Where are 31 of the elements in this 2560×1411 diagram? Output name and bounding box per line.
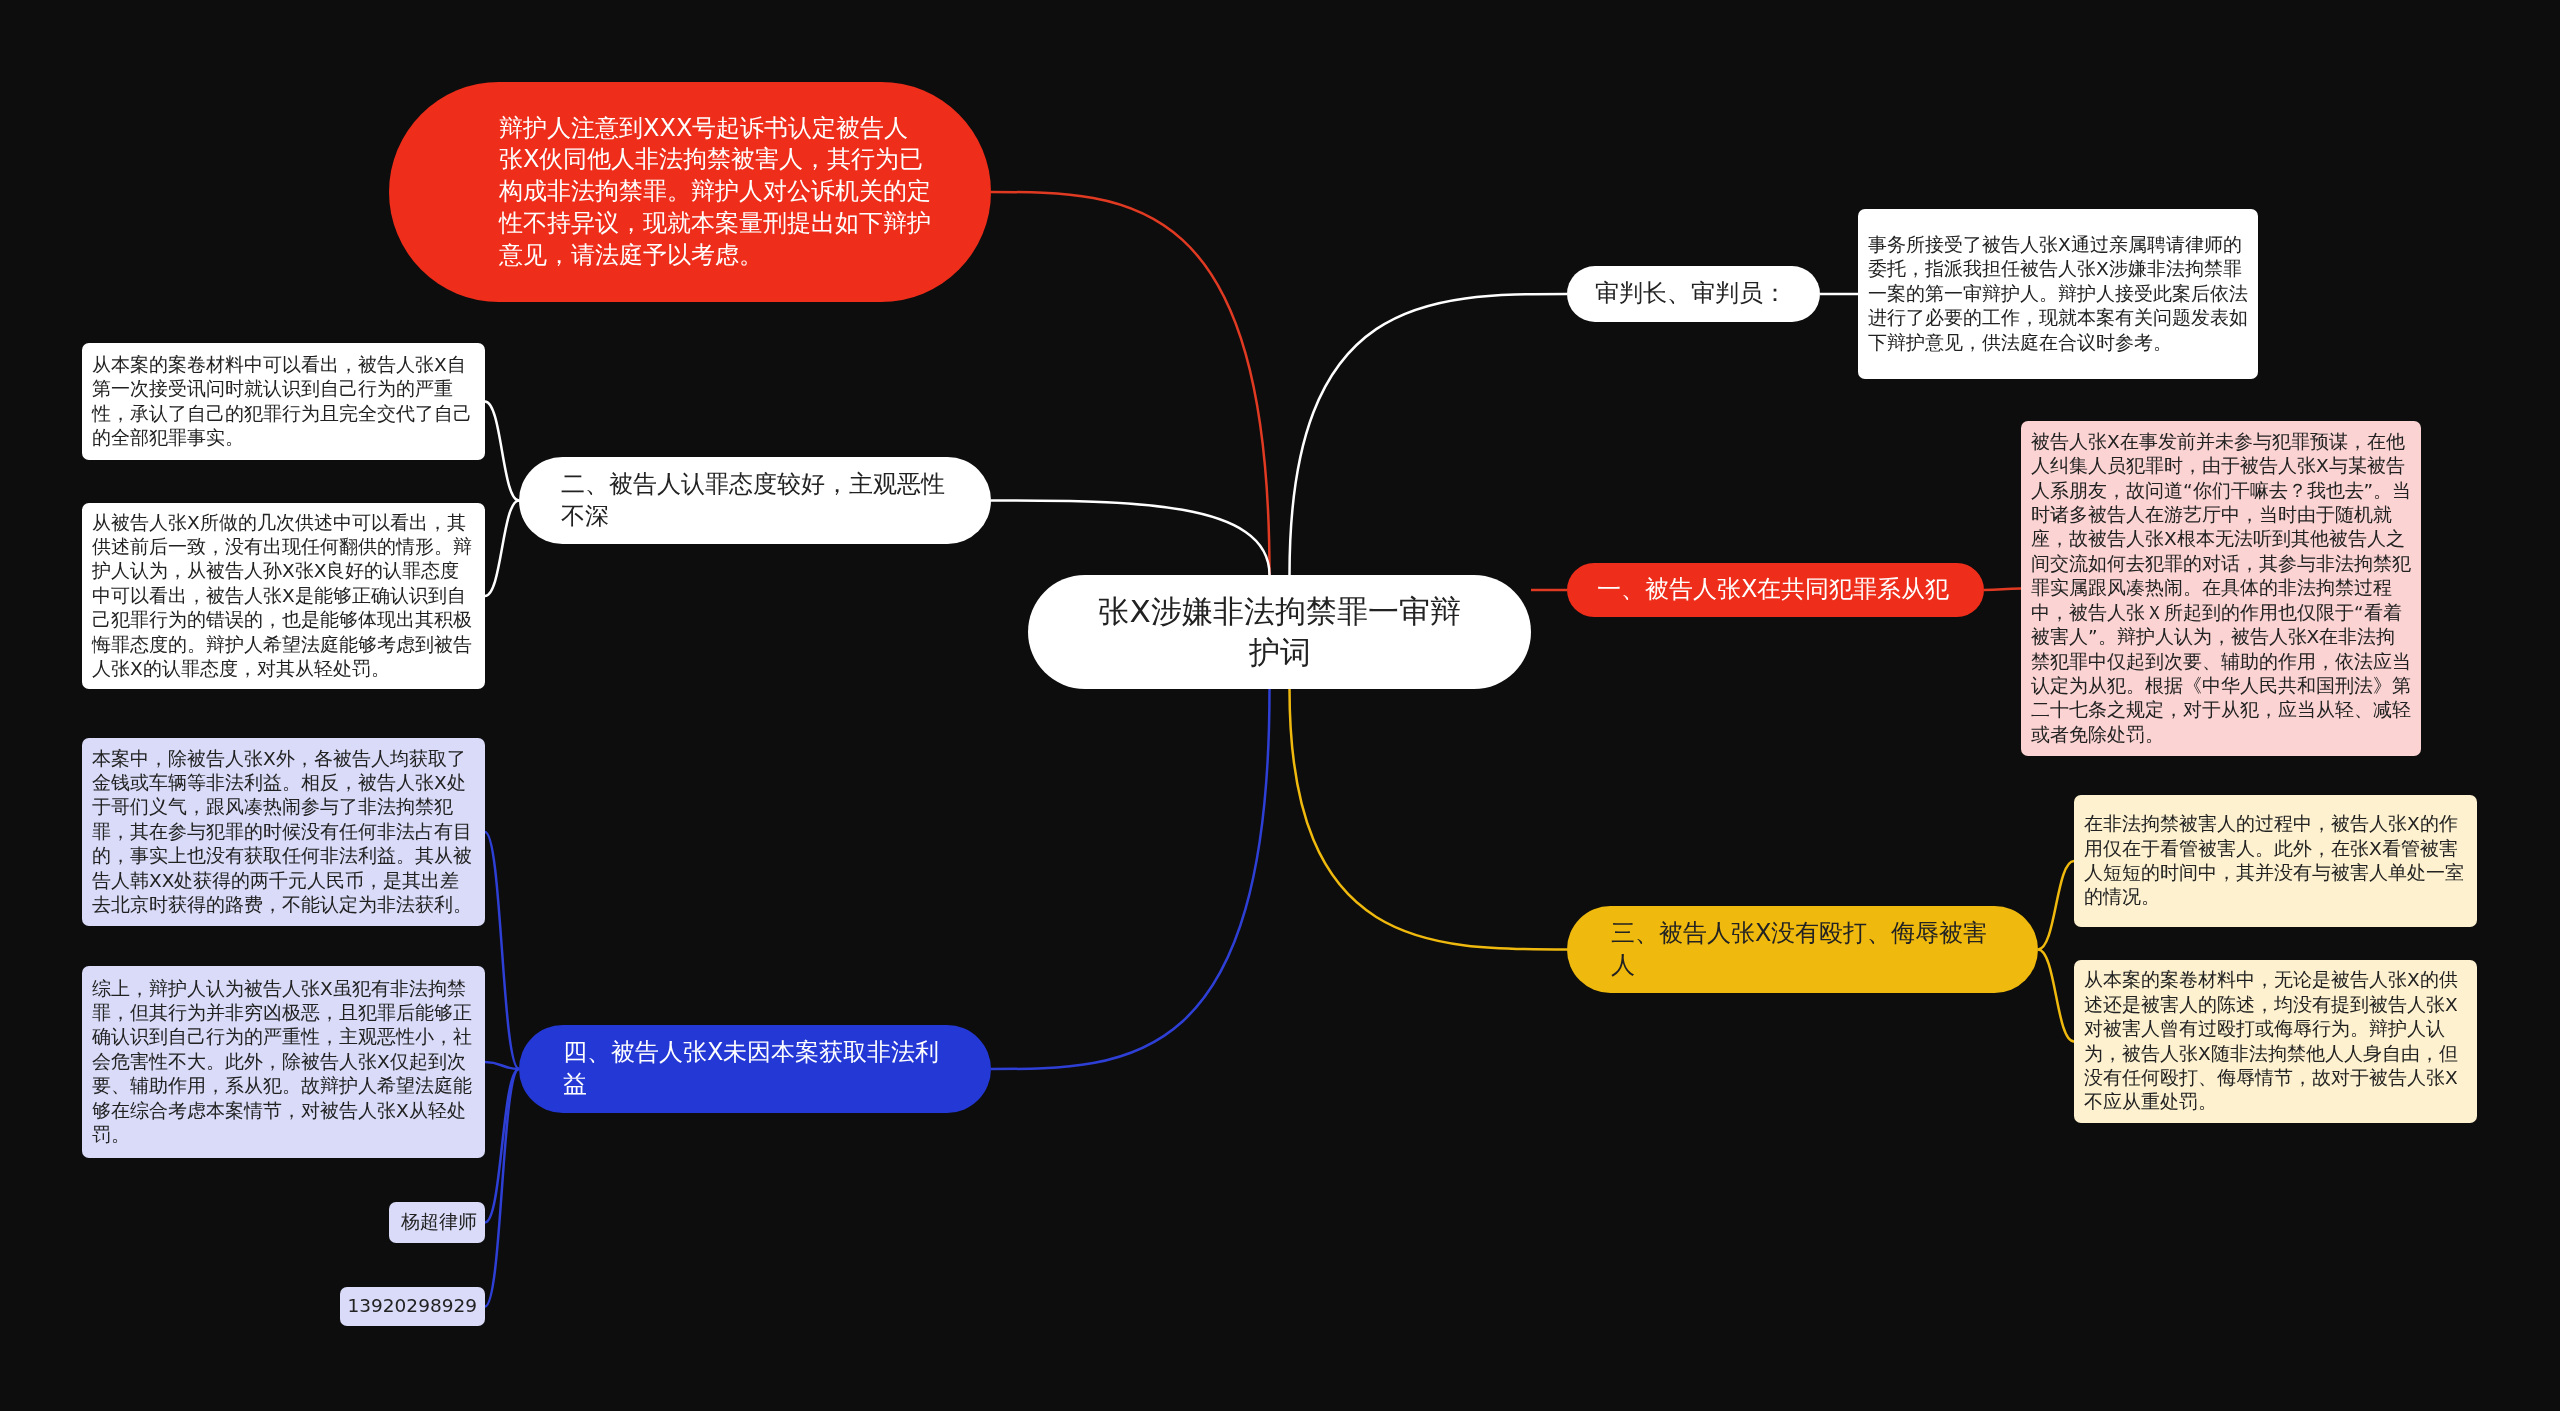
note-box: 事务所接受了被告人张X通过亲属聘请律师的委托，指派我担任被告人张X涉嫌非法拘禁罪一案的第一审辩护人。辩护人接受此案后依法进行了必要的工作，现就本案有关问题发表如下辩护意见，供法庭在合议时参考。 <box>1858 209 2258 379</box>
connector-line <box>2037 859 2075 951</box>
connector-line <box>991 499 1271 576</box>
topic-bubble: 辩护人注意到XXX号起诉书认定被告人张X伙同他人非法拘禁被害人，其行为已构成非法拘禁罪。辩护人对公诉机关的定性不持异议，现就本案量刑提出如下辩护意见，请法庭予以考虑。 <box>389 82 991 302</box>
connector-line <box>484 1060 520 1071</box>
note-box: 被告人张X在事发前并未参与犯罪预谋，在他人纠集人员犯罪时，由于被告人张X与某被告人系朋友，故问道“你们干嘛去？我也去”。当时诸多被告人在游艺厅中，当时由于随机就座，故被告人张X根本无法听到其他被告人之间交流如何去犯罪的对话，其参与非法拘禁犯罪实属跟风凑热闹。在具体的非法拘禁过程中，被告人张Ｘ所起到的作用也仅限于“看着被害人”。辩护人认为，被告人张X在非法拘禁犯罪中仅起到次要、辅助的作用，依法应当认定为从犯。根据《中华人民共和国刑法》第二十七条之规定，对于从犯，应当从轻、减轻或者免除处罚。 <box>2021 421 2421 756</box>
note-box: 本案中，除被告人张X外，各被告人均获取了金钱或车辆等非法利益。相反，被告人张X处于哥们义气，跟风凑热闹参与了非法拘禁犯罪，其在参与犯罪的时候没有任何非法占有目的，事实上也没有获取任何非法利益。其从被告人韩XX处获得的两千元人民币，是其出差去北京时获得的路费，不能认定为非法获利。 <box>82 738 485 926</box>
connector-line <box>1984 587 2021 592</box>
connector-line <box>484 400 520 502</box>
central-topic-bubble: 张X涉嫌非法拘禁罪一审辩护词 <box>1028 575 1531 689</box>
note-box: 在非法拘禁被害人的过程中，被告人张X的作用仅在于看管被害人。此外，在张X看管被害人短短的时间中，其并没有与被害人单处一室的情况。 <box>2074 795 2477 927</box>
connector-line <box>1288 292 1567 576</box>
note-box: 从被告人张X所做的几次供述中可以看出，其供述前后一致，没有出现任何翻供的情形。辩护人认为，从被告人孙X张X良好的认罪态度中可以看出，被告人张X是能够正确认识到自己犯罪行为的错误的，也是能够体现出其积极悔罪态度的。辩护人希望法庭能够考虑到被告人张X的认罪态度，对其从轻处罚。 <box>82 503 485 689</box>
branch-bubble: 二、被告人认罪态度较好，主观恶性不深 <box>519 457 991 544</box>
branch-bubble: 一、被告人张X在共同犯罪系从犯 <box>1567 563 1984 617</box>
note-box: 从本案的案卷材料中可以看出，被告人张X自第一次接受讯问时就认识到自己行为的严重性，承认了自己的犯罪行为且完全交代了自己的全部犯罪事实。 <box>82 343 485 460</box>
note-box: 从本案的案卷材料中，无论是被告人张X的供述还是被害人的陈述，均没有提到被告人张X对被害人曾有过殴打或侮辱行为。辩护人认为，被告人张X随非法拘禁他人人身自由，但没有任何殴打、侮辱情节，故对于被告人张X不应从重处罚。 <box>2074 960 2477 1123</box>
note-box: 综上，辩护人认为被告人张X虽犯有非法拘禁罪，但其行为并非穷凶极恶，且犯罪后能够正确认识到自己行为的严重性，主观恶性小，社会危害性不大。此外，除被告人张X仅起到次要、辅助作用，系从犯。故辩护人希望法庭能够在综合考虑本案情节，对被告人张X从轻处罚。 <box>82 966 485 1158</box>
connector-line <box>484 1068 520 1308</box>
connector-line <box>484 499 520 598</box>
note-box: 杨超律师 <box>389 1202 485 1243</box>
branch-bubble: 四、被告人张X未因本案获取非法利益 <box>519 1025 991 1113</box>
branch-bubble: 审判长、审判员： <box>1567 266 1820 322</box>
connector-line <box>484 831 520 1070</box>
connector-line <box>991 688 1271 1071</box>
connector-line <box>2037 948 2075 1043</box>
connector-line <box>1288 688 1567 951</box>
branch-bubble: 三、被告人张X没有殴打、侮辱被害人 <box>1567 906 2038 993</box>
note-box: 13920298929 <box>340 1287 485 1326</box>
connector-line <box>1820 292 1858 296</box>
connector-line <box>1531 588 1567 592</box>
